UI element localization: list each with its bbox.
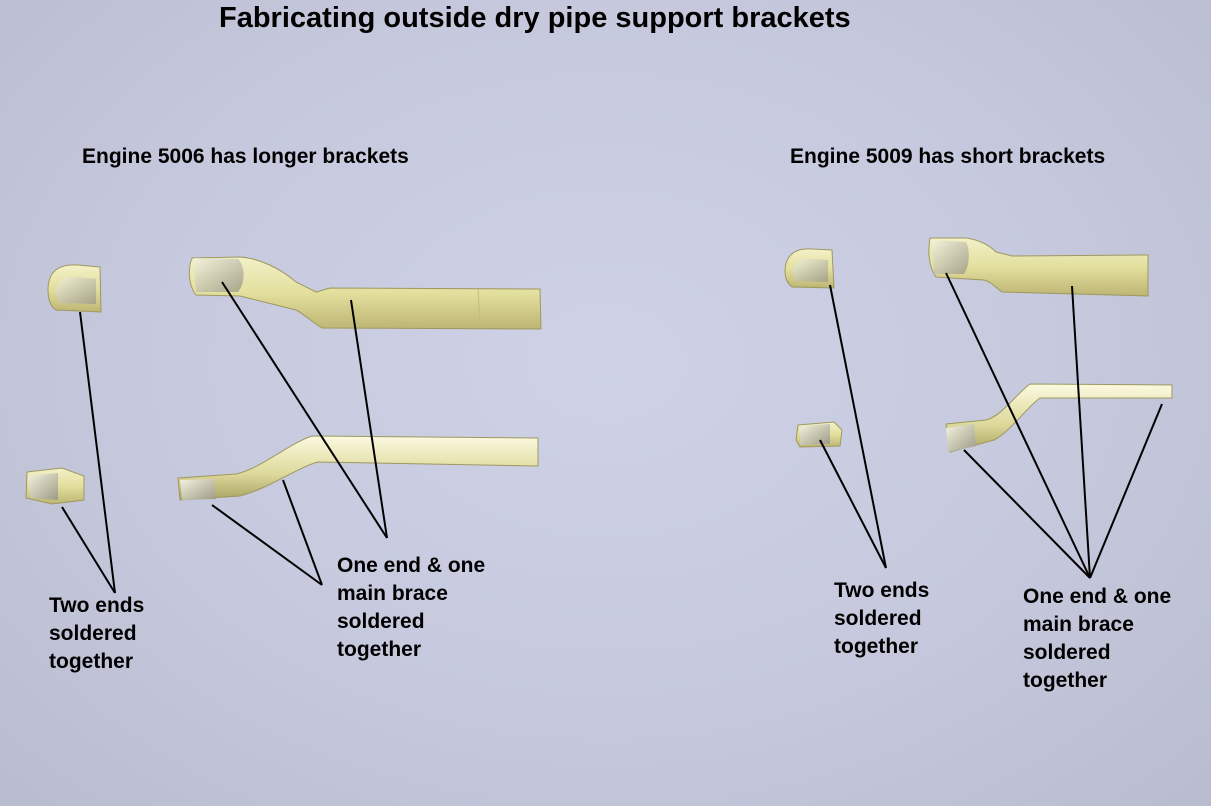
right-small-end-piece xyxy=(795,421,843,448)
right-short-bracket-flat xyxy=(928,237,1149,297)
left-long-bracket-rod xyxy=(177,435,539,501)
left-section-heading: Engine 5006 has longer brackets xyxy=(82,145,409,168)
right-ends-label: Two ends soldered together xyxy=(834,579,930,658)
photo-title: Fabricating outside dry pipe support bra… xyxy=(219,2,851,34)
left-ends-label: Two ends soldered together xyxy=(49,594,145,673)
right-end-cap-piece xyxy=(784,248,835,289)
left-long-bracket-flat xyxy=(188,256,542,330)
right-brace-label: One end & one main brace soldered togeth… xyxy=(1023,585,1172,692)
right-pointer-lines xyxy=(819,272,1163,579)
left-brace-label: One end & one main brace soldered togeth… xyxy=(337,554,486,661)
right-short-bracket-rod xyxy=(945,383,1173,453)
left-pointer-lines xyxy=(61,281,388,594)
left-end-cap-piece xyxy=(47,264,102,313)
left-small-end-piece xyxy=(25,467,85,505)
right-section-heading: Engine 5009 has short brackets xyxy=(790,145,1106,168)
